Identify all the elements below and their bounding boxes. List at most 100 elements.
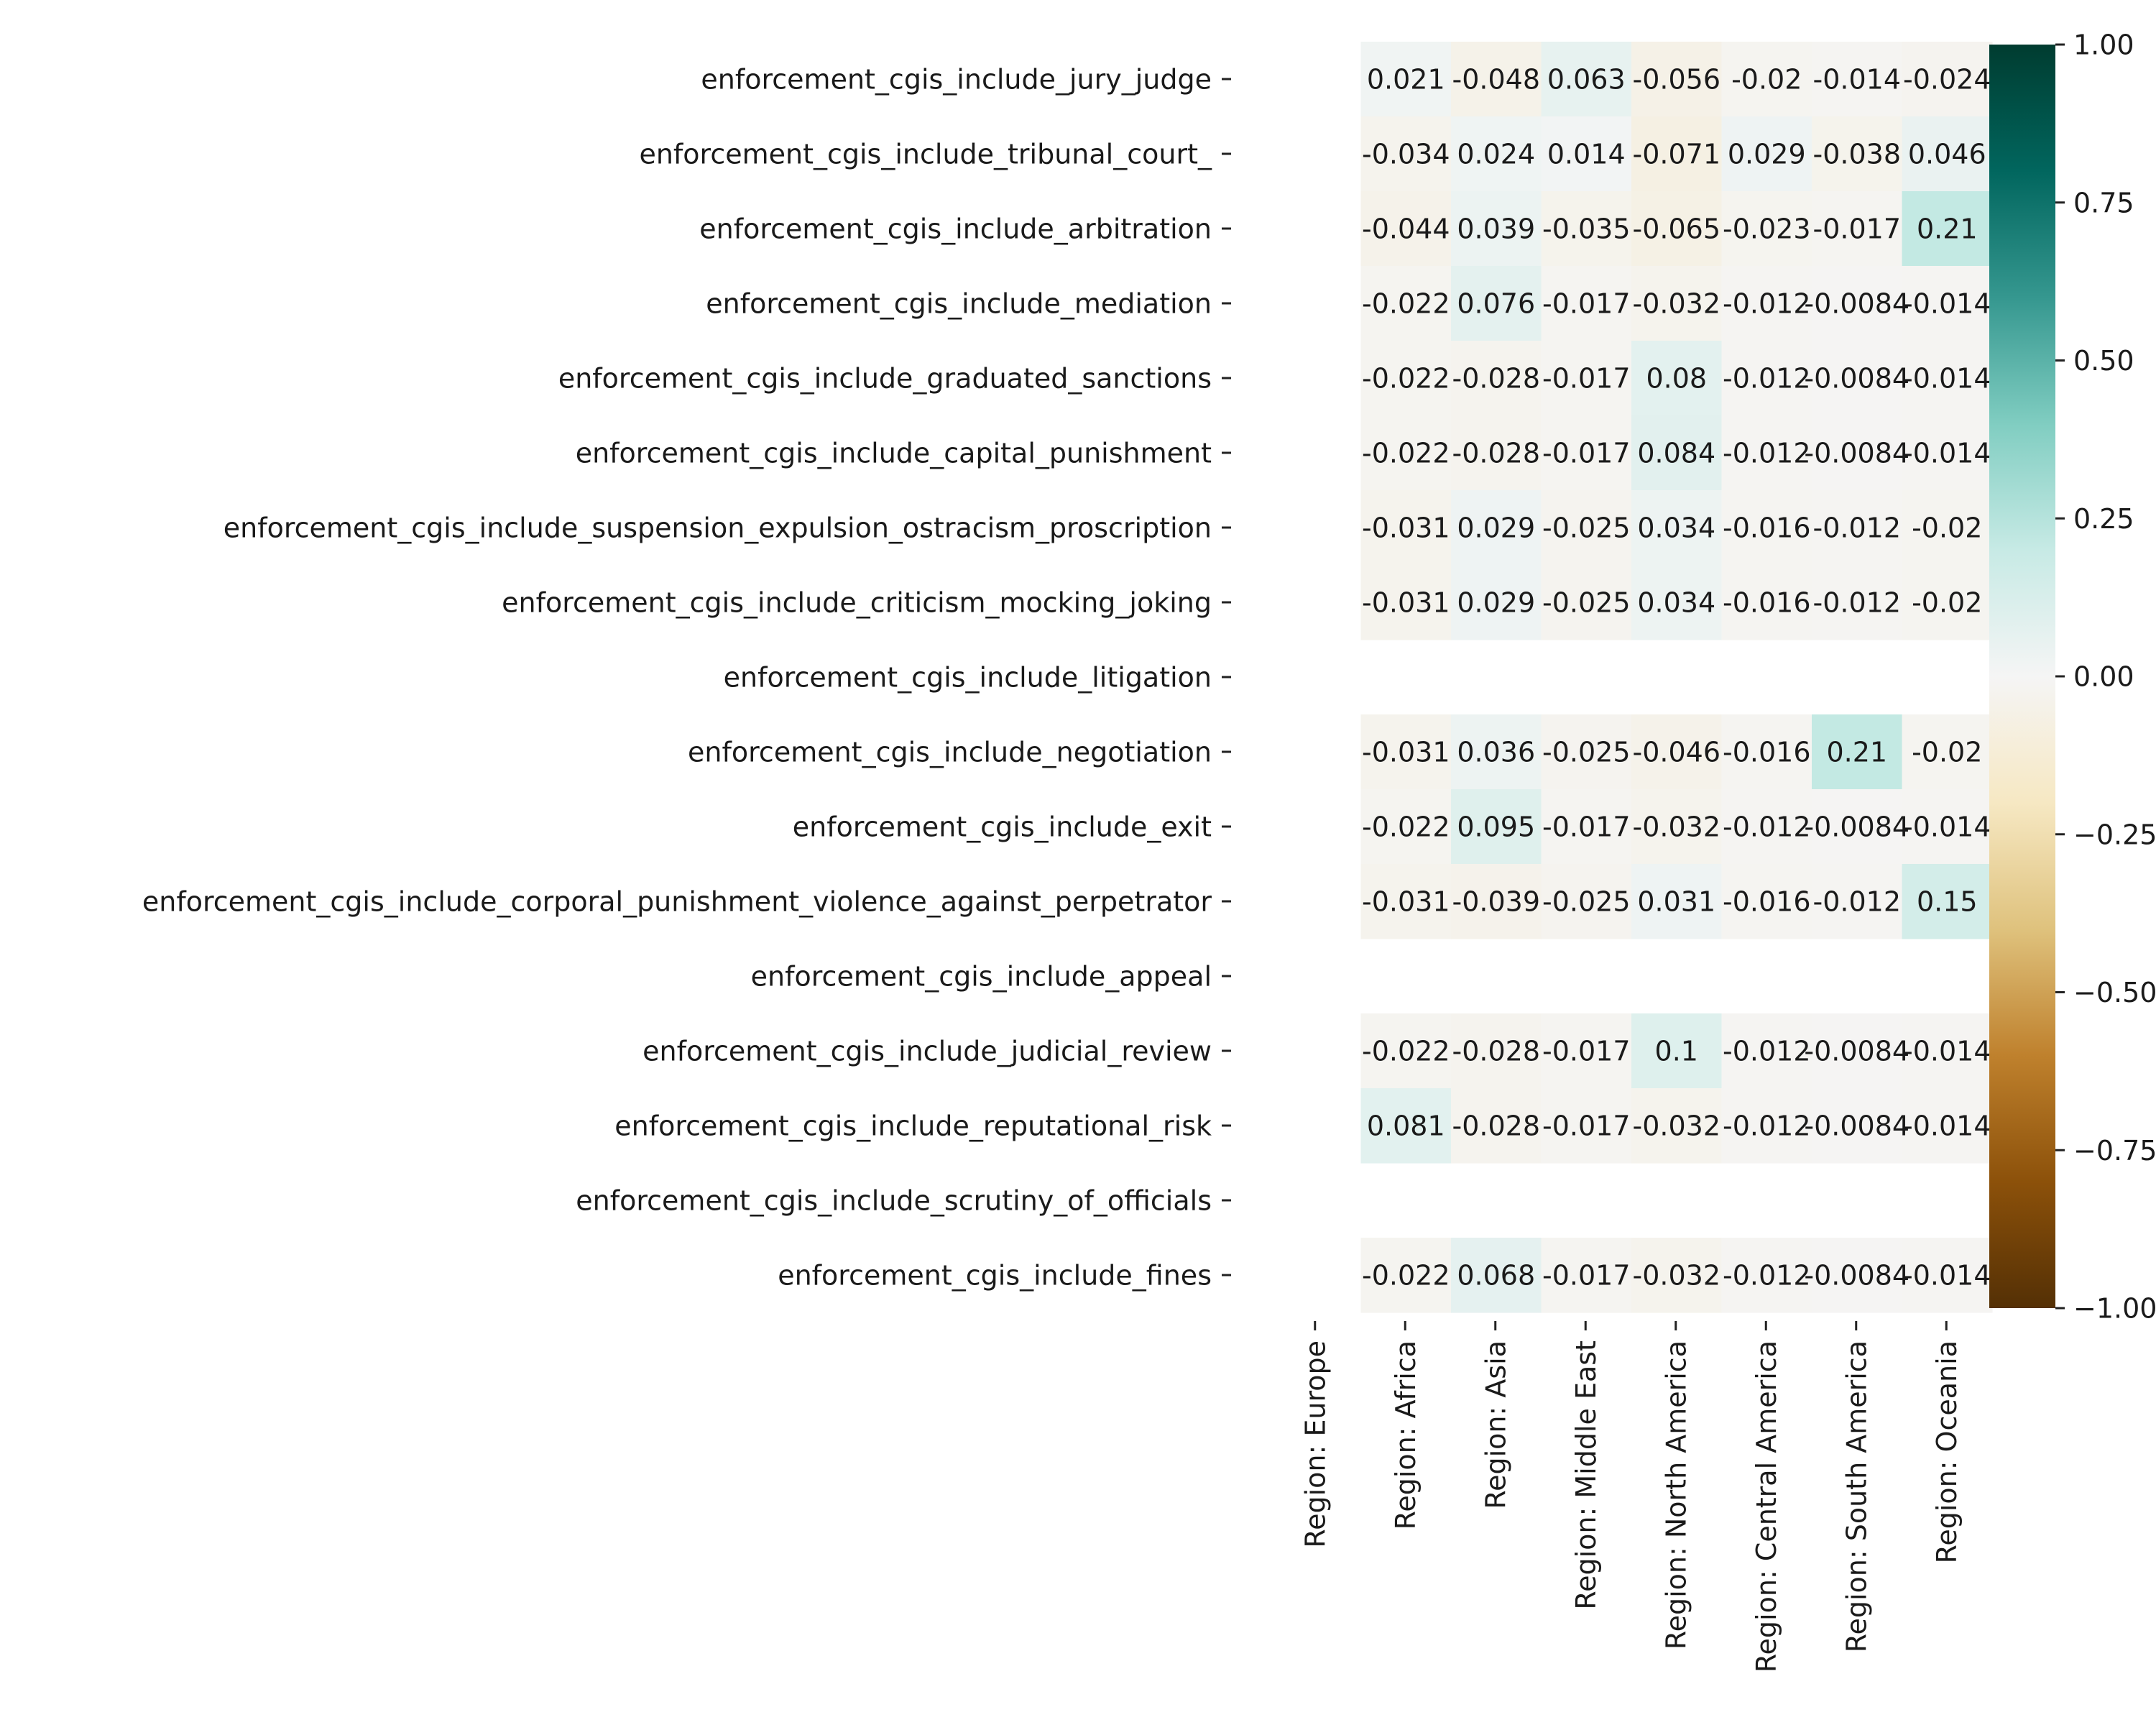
heatmap-cell xyxy=(1812,116,1903,192)
cell-annotation: -0.022 xyxy=(1362,438,1450,469)
cell-annotation: -0.017 xyxy=(1542,438,1631,469)
cell-annotation: -0.017 xyxy=(1542,811,1631,843)
cell-annotation: -0.022 xyxy=(1362,363,1450,395)
heatmap-cell xyxy=(1451,864,1542,939)
y-tick-label: enforcement_cgis_include_criticism_mocki… xyxy=(502,587,1212,619)
cell-annotation: -0.022 xyxy=(1362,1260,1450,1292)
heatmap-cell xyxy=(1360,490,1452,566)
y-tick-label: enforcement_cgis_include_fines xyxy=(778,1260,1212,1292)
cell-annotation: -0.014 xyxy=(1903,1110,1991,1142)
x-tick-label: Region: North America xyxy=(1660,1340,1692,1650)
cell-annotation: -0.0084 xyxy=(1804,288,1909,320)
cell-annotation: 0.084 xyxy=(1637,438,1715,469)
cell-annotation: 0.031 xyxy=(1637,886,1715,918)
cell-annotation: -0.016 xyxy=(1723,737,1811,768)
cell-annotation: -0.017 xyxy=(1542,1036,1631,1067)
cell-annotation: -0.028 xyxy=(1452,363,1541,395)
heatmap-cell xyxy=(1360,565,1452,640)
heatmap-cell xyxy=(1631,341,1723,416)
heatmap-cell xyxy=(1721,1238,1812,1313)
cell-annotation: -0.012 xyxy=(1813,512,1902,544)
cell-annotation: -0.02 xyxy=(1912,512,1982,544)
cell-annotation: -0.014 xyxy=(1903,1260,1991,1292)
cell-annotation: 0.08 xyxy=(1646,363,1707,395)
cell-annotation: -0.031 xyxy=(1362,886,1450,918)
heatmap-cell xyxy=(1812,1238,1903,1313)
heatmap-cell xyxy=(1902,341,1993,416)
heatmap-cell xyxy=(1360,191,1452,267)
y-tick-label: enforcement_cgis_include_arbitration xyxy=(699,213,1212,245)
heatmap-cell xyxy=(1902,415,1993,491)
heatmap-cell xyxy=(1631,116,1723,192)
cell-annotation: -0.032 xyxy=(1633,288,1721,320)
cell-annotation: -0.034 xyxy=(1362,139,1450,170)
heatmap-cell xyxy=(1902,42,1993,117)
cell-annotation: -0.016 xyxy=(1723,886,1811,918)
heatmap-cell xyxy=(1902,490,1993,566)
cell-annotation: -0.056 xyxy=(1633,64,1721,96)
heatmap-cell xyxy=(1721,266,1812,341)
cell-annotation: -0.012 xyxy=(1723,288,1811,320)
cell-annotation: -0.0084 xyxy=(1804,438,1909,469)
cell-annotation: -0.044 xyxy=(1362,213,1450,245)
heatmap-cell xyxy=(1360,714,1452,790)
heatmap-cell xyxy=(1541,1088,1632,1164)
heatmap-cell xyxy=(1631,714,1723,790)
heatmap-cell xyxy=(1541,341,1632,416)
cell-annotation: 0.076 xyxy=(1457,288,1535,320)
cell-annotation: -0.017 xyxy=(1542,1110,1631,1142)
cell-annotation: -0.012 xyxy=(1813,886,1902,918)
heatmap-cell xyxy=(1902,714,1993,790)
colorbar-tick-label: 0.00 xyxy=(2073,661,2134,693)
cell-annotation: -0.012 xyxy=(1723,1110,1811,1142)
colorbar-tick-label: −0.50 xyxy=(2073,977,2156,1008)
heatmap-cell xyxy=(1902,789,1993,865)
heatmap-cell xyxy=(1541,415,1632,491)
heatmap-cell xyxy=(1541,490,1632,566)
y-tick-label: enforcement_cgis_include_exit xyxy=(793,811,1212,843)
heatmap-cell xyxy=(1541,864,1632,939)
heatmap-cell xyxy=(1812,341,1903,416)
cell-annotation: -0.0084 xyxy=(1804,1260,1909,1292)
x-tick-label: Region: South America xyxy=(1841,1340,1872,1652)
heatmap-cell xyxy=(1541,789,1632,865)
cell-annotation: 0.029 xyxy=(1457,512,1535,544)
colorbar-tick-label: −0.25 xyxy=(2073,819,2156,850)
heatmap-cell xyxy=(1721,1013,1812,1089)
cell-annotation: -0.048 xyxy=(1452,64,1541,96)
colorbar-tick-label: 0.75 xyxy=(2073,187,2134,218)
x-tick-label: Region: Europe xyxy=(1299,1340,1331,1548)
cell-annotation: -0.014 xyxy=(1903,288,1991,320)
heatmap-cell xyxy=(1541,1013,1632,1089)
cell-annotation: -0.028 xyxy=(1452,1036,1541,1067)
cell-annotation: -0.028 xyxy=(1452,438,1541,469)
heatmap-cell xyxy=(1721,1088,1812,1164)
heatmap-cell xyxy=(1451,565,1542,640)
heatmap-cell xyxy=(1812,789,1903,865)
heatmap-cell xyxy=(1451,42,1542,117)
heatmap-cell xyxy=(1812,42,1903,117)
heatmap-cell xyxy=(1631,266,1723,341)
cell-annotation: -0.031 xyxy=(1362,737,1450,768)
heatmap-cell xyxy=(1631,864,1723,939)
cell-annotation: 0.024 xyxy=(1457,139,1535,170)
heatmap-cell xyxy=(1360,864,1452,939)
heatmap-cell xyxy=(1451,266,1542,341)
cell-annotation: -0.0084 xyxy=(1804,1036,1909,1067)
y-tick-label: enforcement_cgis_include_appeal xyxy=(751,961,1212,993)
cell-annotation: -0.046 xyxy=(1633,737,1721,768)
heatmap-cell xyxy=(1812,266,1903,341)
colorbar-tick-label: −0.75 xyxy=(2073,1135,2156,1167)
cell-annotation: -0.022 xyxy=(1362,811,1450,843)
y-tick-label: enforcement_cgis_include_scrutiny_of_off… xyxy=(576,1185,1212,1217)
heatmap-cell xyxy=(1360,1013,1452,1089)
colorbar-tick-label: 1.00 xyxy=(2073,29,2134,61)
heatmap-cell xyxy=(1812,714,1903,790)
heatmap-cell xyxy=(1451,789,1542,865)
heatmap-cell xyxy=(1631,565,1723,640)
heatmap-cell xyxy=(1451,341,1542,416)
heatmap-cell xyxy=(1451,415,1542,491)
heatmap-cell xyxy=(1631,191,1723,267)
